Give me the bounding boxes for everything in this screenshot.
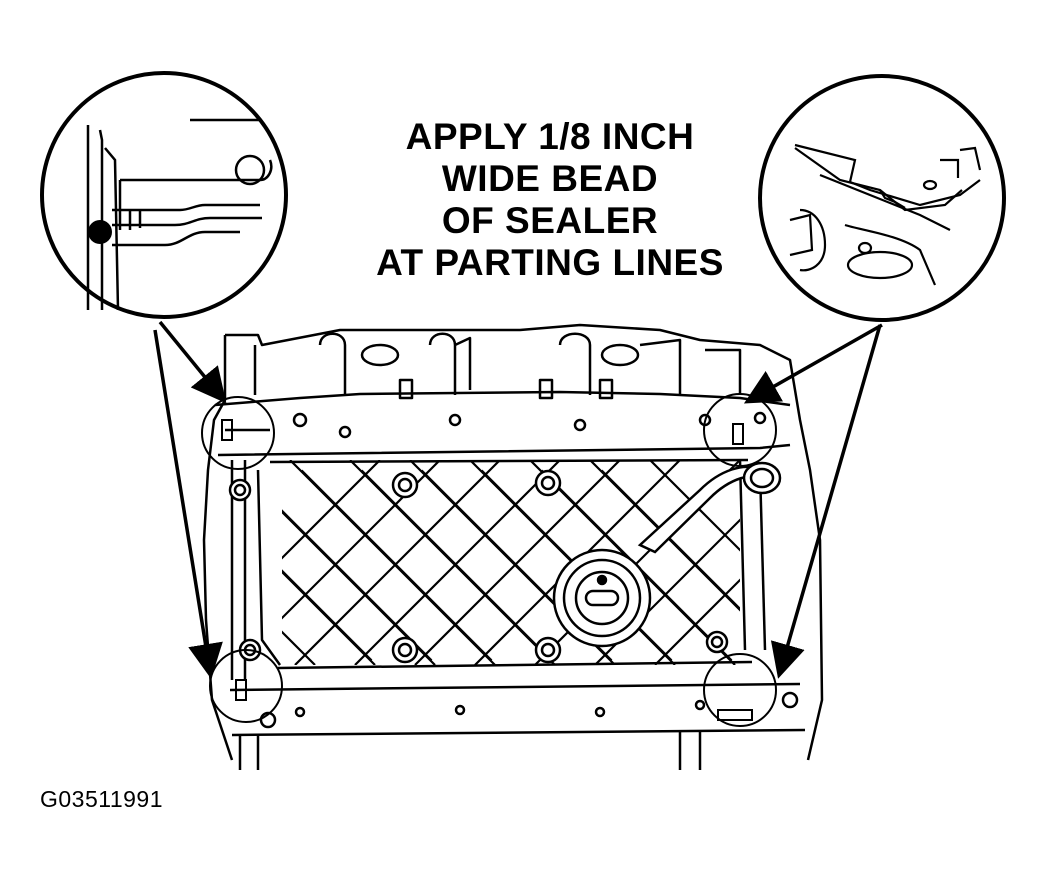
arrow-to-lower-right-corner [770, 324, 882, 679]
right-detail-circle [758, 74, 1006, 322]
pointer-arrows [153, 320, 883, 679]
oil-pickup [552, 461, 782, 648]
instruction-line-2: WIDE BEAD [441, 158, 659, 199]
corner-highlights [201, 393, 777, 727]
figure-id: G03511991 [40, 786, 164, 812]
instruction-line-3: OF SEALER [441, 200, 659, 241]
arrow-to-lower-left-corner [153, 329, 223, 679]
tray-bolts [228, 469, 729, 664]
left-detail-circle [40, 71, 288, 319]
instruction-line-4: AT PARTING LINES [376, 242, 724, 283]
instruction-line-1: APPLY 1/8 INCH [405, 116, 695, 157]
engine-block [202, 323, 824, 770]
arrow-to-upper-right-corner [743, 323, 883, 404]
arrow-to-upper-left-corner [158, 320, 227, 404]
windage-tray-mesh [282, 460, 740, 665]
